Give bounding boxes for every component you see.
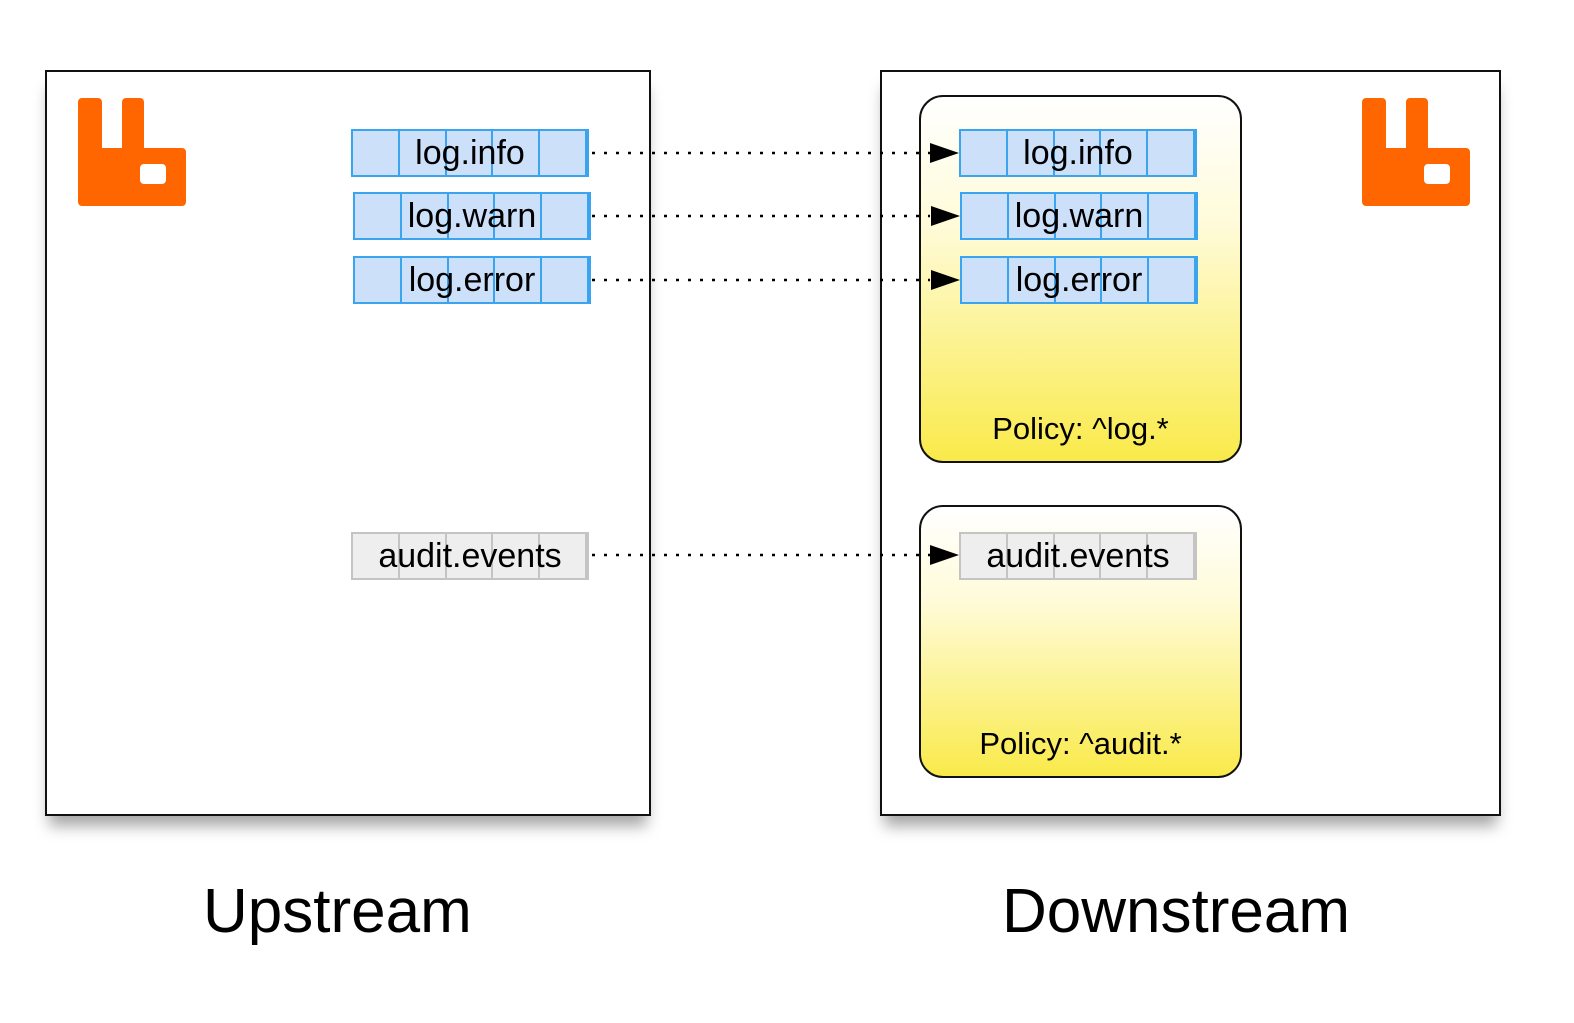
downstream-queue-log-info[interactable]: log.info xyxy=(959,129,1197,177)
upstream-caption: Upstream xyxy=(203,877,472,946)
queue-label: audit.events xyxy=(378,536,562,575)
rabbitmq-logo-icon xyxy=(1362,98,1470,206)
policy-label: Policy: ^log.* xyxy=(992,411,1169,446)
arrowhead-icon xyxy=(931,206,960,226)
downstream-queue-log-warn[interactable]: log.warn xyxy=(960,192,1198,240)
queue-label: log.error xyxy=(1015,260,1143,299)
rabbitmq-logo-icon xyxy=(78,98,186,206)
downstream-queue-audit-events[interactable]: audit.events xyxy=(959,532,1197,580)
policy-label: Policy: ^audit.* xyxy=(979,726,1182,761)
upstream-queue-log-info[interactable]: log.info xyxy=(351,129,589,177)
downstream-caption: Downstream xyxy=(1002,877,1350,946)
queue-label: log.warn xyxy=(1014,196,1144,235)
arrowhead-icon xyxy=(931,270,960,290)
upstream-queue-audit-events[interactable]: audit.events xyxy=(351,532,589,580)
queue-label: audit.events xyxy=(986,536,1170,575)
arrowhead-icon xyxy=(930,545,959,565)
queue-label: log.warn xyxy=(407,196,537,235)
queue-label: log.error xyxy=(408,260,536,299)
queue-label: log.info xyxy=(1023,133,1133,172)
arrowhead-icon xyxy=(930,143,959,163)
downstream-queue-log-error[interactable]: log.error xyxy=(960,256,1198,304)
queue-label: log.info xyxy=(415,133,525,172)
upstream-queue-log-warn[interactable]: log.warn xyxy=(353,192,591,240)
upstream-queue-log-error[interactable]: log.error xyxy=(353,256,591,304)
